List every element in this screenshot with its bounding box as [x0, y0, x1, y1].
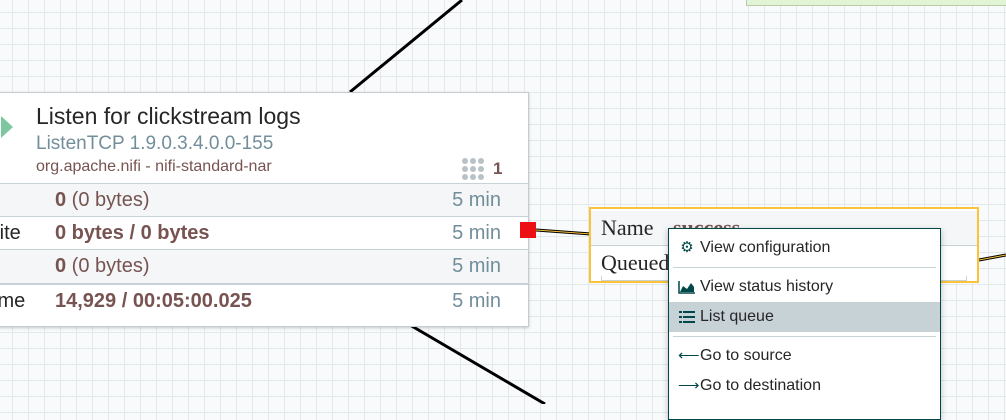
stat-label: ime [0, 290, 26, 312]
connection-lines [349, 0, 1006, 404]
connection-line-bottom [409, 323, 546, 404]
connection-queued-row: Queued [591, 246, 977, 280]
stat-label: rite [0, 222, 21, 244]
arrow-left-icon: ⟵ [678, 347, 700, 364]
processor-bundle: org.apache.nifi - nifi-standard-nar [36, 158, 272, 175]
stat-time: 5 min [452, 222, 501, 244]
stat-value-count: 14,929 / 00:05:00.025 [55, 290, 252, 312]
connection-line-right-highlight [978, 254, 1006, 261]
menu-item-list-queue[interactable]: List queue [669, 302, 940, 332]
connection-line-top [349, 0, 463, 94]
connection-source-anchor[interactable] [520, 222, 536, 238]
arrow-right-icon: ⟶ [678, 377, 700, 394]
menu-item-label: List queue [700, 308, 774, 325]
stat-row-out: 0 (0 bytes) 5 min [0, 249, 528, 283]
stat-row-tasks-time: ime 14,929 / 00:05:00.025 5 min [0, 283, 528, 318]
stat-row-read-write: rite 0 bytes / 0 bytes 5 min [0, 216, 528, 250]
stat-value-count: 0 bytes / 0 bytes [55, 222, 210, 244]
active-task-count: 1 [493, 159, 503, 178]
threads-icon [462, 158, 484, 180]
connection-queued-label: Queued [601, 250, 670, 275]
play-icon [1, 116, 13, 138]
stat-time: 5 min [452, 255, 501, 277]
connection-line-selected-highlight [535, 229, 592, 235]
processor-title: Listen for clickstream logs [36, 103, 301, 129]
stat-value: 0 (0 bytes) [55, 184, 149, 217]
stat-value: 0 (0 bytes) [55, 250, 149, 283]
list-icon [678, 302, 696, 332]
menu-item-label: View configuration [700, 239, 831, 256]
processor-card[interactable]: Listen for clickstream logs ListenTCP 1.… [0, 92, 529, 327]
stat-row-in: 0 (0 bytes) 5 min [0, 183, 528, 217]
adjacent-component[interactable] [746, 0, 1006, 6]
gear-icon: ⚙ [680, 239, 694, 256]
menu-item-label: View status history [700, 278, 834, 295]
stat-value-count: 0 [55, 189, 67, 211]
stat-value: 14,929 / 00:05:00.025 [55, 285, 252, 318]
context-menu: ⚙ View configuration View status history… [668, 228, 941, 420]
stat-value: 0 bytes / 0 bytes [55, 217, 210, 250]
menu-item-go-to-destination[interactable]: ⟶ Go to destination [669, 371, 940, 401]
menu-item-label: Go to destination [700, 377, 821, 394]
stat-time: 5 min [452, 189, 501, 211]
menu-item-label: Go to source [700, 347, 792, 364]
stat-value-size: (0 bytes) [66, 189, 150, 211]
stat-time: 5 min [452, 290, 501, 312]
connection-name-label: Name [601, 215, 654, 240]
menu-separator [673, 336, 936, 337]
menu-item-view-status-history[interactable]: View status history [669, 272, 940, 302]
area-chart-icon [678, 272, 696, 302]
menu-item-go-to-source[interactable]: ⟵ Go to source [669, 341, 940, 371]
stat-value-count: 0 [55, 255, 67, 277]
processor-type: ListenTCP 1.9.0.3.4.0.0-155 [36, 133, 274, 154]
stat-value-size: (0 bytes) [66, 255, 150, 277]
menu-item-view-configuration[interactable]: ⚙ View configuration [669, 233, 940, 263]
menu-separator [673, 267, 936, 268]
